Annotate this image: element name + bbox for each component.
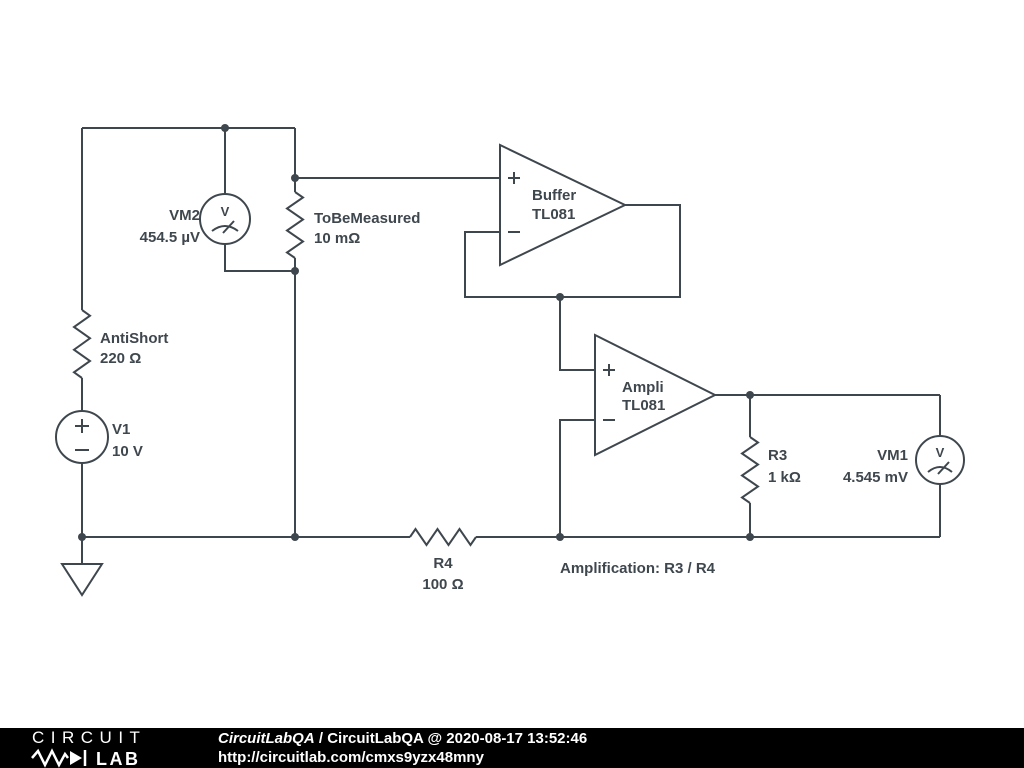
buffer-part: TL081 [532, 206, 575, 223]
vm2-value: 454.5 µV [140, 229, 200, 246]
junction-dot [78, 533, 86, 541]
v1-body [55, 410, 109, 464]
wire-ampli-plus-input [559, 297, 595, 371]
resistor-r3: R3 1 kΩ [740, 436, 801, 504]
ampli-part: TL081 [622, 397, 665, 414]
resistor-zigzag [285, 191, 305, 259]
footer-author: CircuitLabQA [218, 730, 315, 747]
junction-dot [746, 391, 754, 399]
footer-credit-line: CircuitLabQA / CircuitLabQA @ 2020-08-17… [218, 729, 587, 748]
footer-text-block: CircuitLabQA / CircuitLabQA @ 2020-08-17… [218, 729, 587, 767]
junction-dot [291, 174, 299, 182]
resistor-zigzag [740, 436, 760, 504]
v1-value: 10 V [112, 443, 143, 460]
opamp-ampli: Ampli TL081 [594, 333, 718, 457]
ground-triangle-icon [60, 563, 104, 597]
junction-dot [291, 533, 299, 541]
ampli-label: Ampli [622, 379, 664, 396]
circuitlab-logo: CIRCUIT LAB [31, 728, 146, 768]
meter-dial-icon [927, 466, 953, 473]
vm2-label: VM2 [169, 207, 200, 224]
vm2-body [199, 193, 251, 245]
logo-lab-text: LAB [96, 749, 141, 768]
vm1-label: VM1 [877, 447, 908, 464]
voltmeter-vm2: V VM2 454.5 µV [140, 193, 251, 246]
wires [81, 127, 941, 564]
source-v1: V1 10 V [55, 410, 143, 464]
meter-needle-icon [937, 461, 950, 475]
opamp-triangle [594, 333, 718, 457]
tobemeasured-value: 10 mΩ [314, 230, 360, 247]
plus-icon [75, 419, 89, 433]
antishort-label: AntiShort [100, 330, 168, 347]
r3-label: R3 [768, 447, 787, 464]
junction-dots [78, 124, 754, 541]
junction-dot [556, 293, 564, 301]
tobemeasured-label: ToBeMeasured [314, 210, 420, 227]
footer-url: http://circuitlab.com/cmxs9yzx48mny [218, 749, 484, 766]
vm1-value: 4.545 mV [843, 469, 908, 486]
resistor-zigzag [72, 309, 92, 379]
voltmeter-v-glyph: V [221, 204, 230, 219]
buffer-label: Buffer [532, 187, 576, 204]
junction-dot [746, 533, 754, 541]
resistor-zigzag [409, 527, 477, 547]
r4-value: 100 Ω [422, 576, 463, 593]
vm1-body [915, 435, 965, 485]
meter-needle-icon [222, 220, 235, 234]
resistor-r4: R4 100 Ω [409, 527, 477, 593]
junction-dot [291, 267, 299, 275]
r4-label: R4 [433, 555, 453, 572]
footer-credit-rest: / CircuitLabQA @ 2020-08-17 13:52:46 [314, 730, 588, 747]
antishort-value: 220 Ω [100, 350, 141, 367]
meter-dial-icon [211, 225, 239, 232]
plus-input-icon [508, 172, 520, 184]
wire-buffer-feedback [464, 204, 681, 298]
schematic-canvas: V1 10 V AntiShort 220 Ω V VM2 454.5 µV T… [55, 124, 965, 597]
resistor-tobemeasured: ToBeMeasured 10 mΩ [285, 191, 420, 259]
v1-label: V1 [112, 421, 130, 438]
logo-circuit-text: CIRCUIT [32, 728, 146, 747]
wire-vm2-bottom [224, 244, 295, 272]
junction-dot [221, 124, 229, 132]
voltmeter-v-glyph: V [936, 445, 945, 460]
r3-value: 1 kΩ [768, 469, 801, 486]
wire-ampli-feedback [559, 419, 595, 537]
opamp-triangle [499, 143, 628, 267]
opamp-buffer: Buffer TL081 [499, 143, 628, 267]
plus-input-icon [603, 364, 615, 376]
resistor-antishort: AntiShort 220 Ω [72, 309, 168, 379]
junction-dot [556, 533, 564, 541]
ground-symbol [60, 563, 104, 597]
annotation-amplification: Amplification: R3 / R4 [560, 560, 716, 577]
voltmeter-vm1: V VM1 4.545 mV [843, 435, 965, 486]
footer-watermark-bar: CIRCUIT LAB CircuitLabQA / CircuitLabQA … [0, 728, 1024, 768]
resistor-zigzag-icon [31, 748, 87, 768]
